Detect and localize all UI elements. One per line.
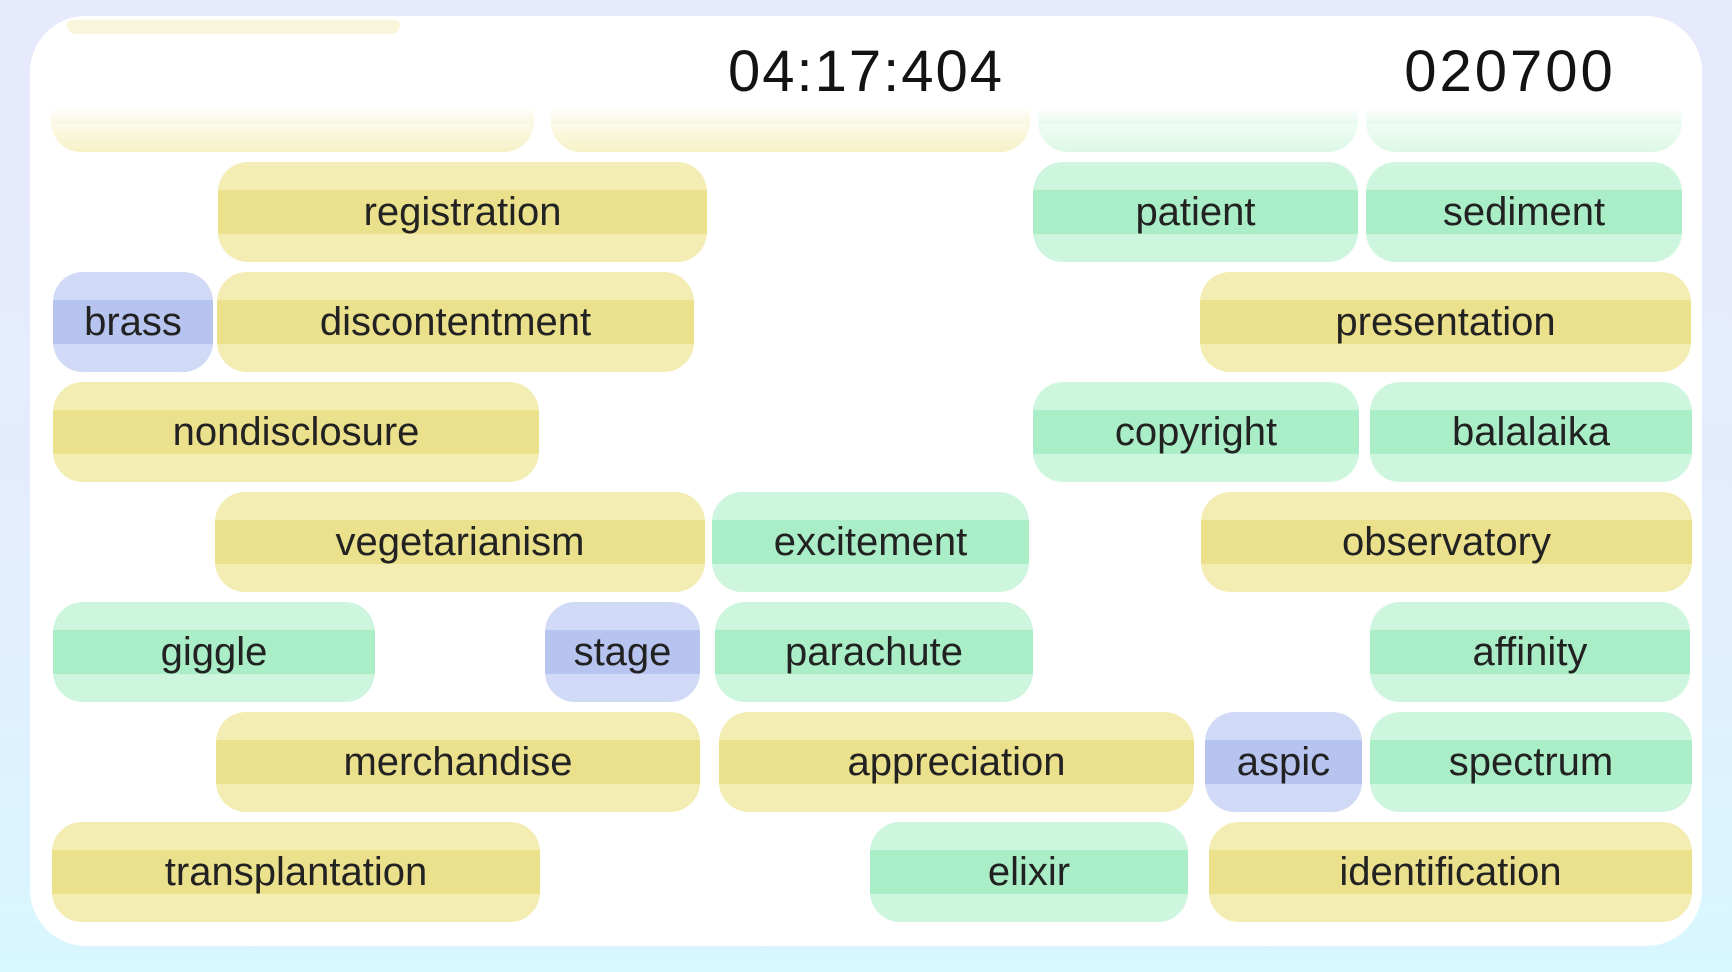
- word-pill-parachute[interactable]: parachute: [715, 602, 1033, 702]
- timer-display: 04:17:404: [727, 39, 1005, 104]
- word-pill-excitement[interactable]: excitement: [712, 492, 1029, 592]
- word-pill-appreciation[interactable]: appreciation: [719, 712, 1194, 812]
- word-pill-hidden[interactable]: [1038, 52, 1358, 152]
- word-pill-identification[interactable]: identification: [1209, 822, 1692, 922]
- word-pill-sediment[interactable]: sediment: [1366, 162, 1682, 262]
- word-pill-stage[interactable]: stage: [545, 602, 700, 702]
- word-pill-spectrum[interactable]: spectrum: [1370, 712, 1692, 812]
- word-pill-vegetarianism[interactable]: vegetarianism: [215, 492, 705, 592]
- word-pill-nondisclosure[interactable]: nondisclosure: [53, 382, 539, 482]
- word-pill-hidden[interactable]: [51, 52, 534, 152]
- word-pill-giggle[interactable]: giggle: [53, 602, 375, 702]
- word-pill-affinity[interactable]: affinity: [1370, 602, 1690, 702]
- word-pill-discontentment[interactable]: discontentment: [217, 272, 694, 372]
- word-pill-observatory[interactable]: observatory: [1201, 492, 1692, 592]
- word-pill-merchandise[interactable]: merchandise: [216, 712, 700, 812]
- ghost-pill: [67, 20, 400, 34]
- word-pill-presentation[interactable]: presentation: [1200, 272, 1691, 372]
- score-display: 020700: [1404, 39, 1616, 104]
- word-pill-registration[interactable]: registration: [218, 162, 707, 262]
- word-pill-copyright[interactable]: copyright: [1033, 382, 1359, 482]
- word-pill-elixir[interactable]: elixir: [870, 822, 1188, 922]
- word-pill-transplantation[interactable]: transplantation: [52, 822, 540, 922]
- word-pill-balalaika[interactable]: balalaika: [1370, 382, 1692, 482]
- word-pill-patient[interactable]: patient: [1033, 162, 1358, 262]
- word-pill-aspic[interactable]: aspic: [1205, 712, 1362, 812]
- word-pill-brass[interactable]: brass: [53, 272, 213, 372]
